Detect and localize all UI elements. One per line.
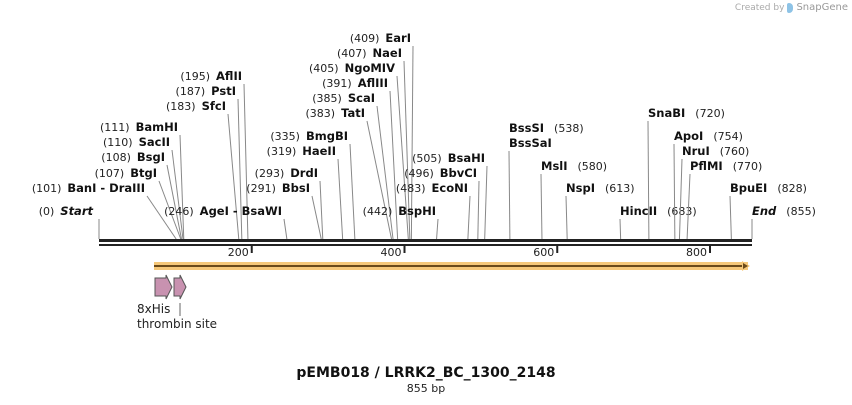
site-btgi[interactable]: (107)BtgI	[95, 166, 182, 240]
svg-text:(442)BspHI: (442)BspHI	[363, 204, 436, 218]
site-bpuei[interactable]: BpuEI(828)	[729, 181, 807, 240]
site-bsphi[interactable]: (442)BspHI	[363, 204, 439, 240]
svg-text:(505)BsaHI: (505)BsaHI	[412, 151, 485, 165]
restriction-sites: (0)Start (101)BanI - DraIII(107)BtgI (108)…	[32, 31, 816, 240]
site-psti[interactable]: (187)PstI	[176, 84, 243, 240]
map-length: 855 bp	[406, 382, 446, 395]
svg-text:BssSI(538): BssSI(538)	[509, 121, 584, 135]
site-sacii[interactable]: (110)SacII	[103, 135, 184, 240]
site-bamhi[interactable]: (111)BamHI	[100, 120, 185, 240]
site-snabi[interactable]: SnaBI(720)	[647, 106, 725, 240]
site-aflii[interactable]: (195)AflII	[180, 69, 249, 240]
site-scai[interactable]: (385)ScaI	[312, 91, 394, 240]
site-eari[interactable]: (409)EarI	[350, 31, 414, 240]
site-afliii[interactable]: (391)AflIII	[322, 76, 399, 240]
snapgene-credit: Created by SnapGene	[735, 2, 848, 13]
site-apoi[interactable]: ApoI(754)	[673, 129, 743, 240]
site-bsssi[interactable]: BssSI(538)BssSaI	[508, 121, 584, 240]
site-bsahi[interactable]: (505)BsaHI	[412, 151, 488, 240]
site-bbsi[interactable]: (291)BbsI	[246, 181, 322, 240]
ruler: 200 400 600 800	[228, 246, 711, 259]
svg-text:200: 200	[228, 246, 249, 259]
sequence-backbone	[99, 239, 752, 246]
svg-text:(107)BtgI: (107)BtgI	[95, 166, 157, 180]
site-bani-draiii[interactable]: (101)BanI - DraIII	[32, 181, 177, 240]
site-end[interactable]: End(855)	[751, 204, 816, 239]
ruler-tick-400: 400	[380, 246, 406, 259]
svg-text:HincII(683): HincII(683)	[620, 204, 697, 218]
svg-text:BssSaI: BssSaI	[509, 136, 552, 150]
site-naei[interactable]: (407)NaeI	[337, 46, 411, 240]
credit-prefix: Created by	[734, 2, 785, 13]
svg-text:(407)NaeI: (407)NaeI	[337, 46, 402, 60]
site-msli[interactable]: MslI(580)	[540, 159, 607, 240]
feature-8xhis[interactable]	[154, 274, 173, 300]
svg-text:400: 400	[380, 246, 401, 259]
site-tati[interactable]: (383)TatI	[306, 106, 393, 240]
site-econi[interactable]: (483)EcoNI	[396, 181, 471, 240]
svg-text:(195)AflII: (195)AflII	[180, 69, 242, 83]
site-bmgbi[interactable]: (335)BmgBI	[270, 129, 356, 240]
svg-text:End(855): End(855)	[752, 204, 816, 218]
svg-text:(108)BsgI: (108)BsgI	[101, 150, 165, 164]
ruler-tick-200: 200	[228, 246, 253, 259]
sequence-map: (0)Start (101)BanI - DraIII(107)BtgI (108)…	[32, 31, 816, 331]
site-bsgi[interactable]: (108)BsgI	[101, 150, 182, 240]
svg-text:(319)HaeII: (319)HaeII	[267, 144, 336, 158]
svg-text:thrombin site: thrombin site	[137, 317, 217, 331]
svg-text:(383)TatI: (383)TatI	[306, 106, 366, 120]
map-title: pEMB018 / LRRK2_BC_1300_2148	[296, 365, 556, 381]
svg-text:8xHis: 8xHis	[137, 302, 170, 316]
svg-text:600: 600	[533, 246, 554, 259]
svg-text:(335)BmgBI: (335)BmgBI	[270, 129, 348, 143]
svg-text:800: 800	[686, 246, 707, 259]
svg-text:(110)SacII: (110)SacII	[103, 135, 170, 149]
svg-text:(391)AflIII: (391)AflIII	[322, 76, 388, 90]
site-haeii[interactable]: (319)HaeII	[267, 144, 344, 240]
svg-text:(483)EcoNI: (483)EcoNI	[396, 181, 468, 195]
svg-text:NruI(760): NruI(760)	[682, 144, 749, 158]
svg-text:(0)Start: (0)Start	[39, 204, 94, 218]
svg-text:(101)BanI - DraIII: (101)BanI - DraIII	[32, 181, 145, 195]
site-nrui[interactable]: NruI(760)	[678, 144, 749, 240]
svg-text:(385)ScaI: (385)ScaI	[312, 91, 375, 105]
svg-text:BpuEI(828): BpuEI(828)	[730, 181, 807, 195]
site-ngomiv[interactable]: (405)NgoMIV	[309, 61, 409, 240]
site-drdi[interactable]: (293)DrdI	[255, 166, 324, 240]
ruler-tick-800: 800	[686, 246, 711, 259]
site-hincii[interactable]: HincII(683)	[619, 204, 697, 240]
site-agei-bsawi[interactable]: (246)AgeI - BsaWI	[164, 204, 288, 240]
snapgene-logo-icon	[787, 2, 794, 13]
feature-thrombin-site[interactable]	[173, 274, 187, 300]
svg-text:(291)BbsI: (291)BbsI	[246, 181, 310, 195]
svg-text:(246)AgeI - BsaWI: (246)AgeI - BsaWI	[164, 204, 282, 218]
svg-text:SnaBI(720): SnaBI(720)	[648, 106, 725, 120]
svg-text:(496)BbvCI: (496)BbvCI	[404, 166, 477, 180]
svg-text:(405)NgoMIV: (405)NgoMIV	[309, 61, 395, 75]
svg-text:(409)EarI: (409)EarI	[350, 31, 411, 45]
svg-text:NspI(613): NspI(613)	[566, 181, 635, 195]
site-pflmi[interactable]: PflMI(770)	[686, 159, 762, 240]
svg-text:ApoI(754): ApoI(754)	[674, 129, 743, 143]
site-bbvci[interactable]: (496)BbvCI	[404, 166, 480, 240]
svg-text:PflMI(770): PflMI(770)	[690, 159, 762, 173]
ruler-tick-600: 600	[533, 246, 559, 259]
site-sfci[interactable]: (183)SfcI	[166, 99, 240, 240]
svg-text:(111)BamHI: (111)BamHI	[100, 120, 178, 134]
svg-text:(183)SfcI: (183)SfcI	[166, 99, 226, 113]
orf-bar[interactable]	[154, 261, 750, 271]
svg-text:(293)DrdI: (293)DrdI	[255, 166, 318, 180]
svg-text:(187)PstI: (187)PstI	[176, 84, 236, 98]
credit-brand: SnapGene	[796, 2, 848, 13]
site-start[interactable]: (0)Start	[39, 204, 100, 239]
svg-text:MslI(580): MslI(580)	[541, 159, 607, 173]
site-nspi[interactable]: NspI(613)	[565, 181, 635, 240]
